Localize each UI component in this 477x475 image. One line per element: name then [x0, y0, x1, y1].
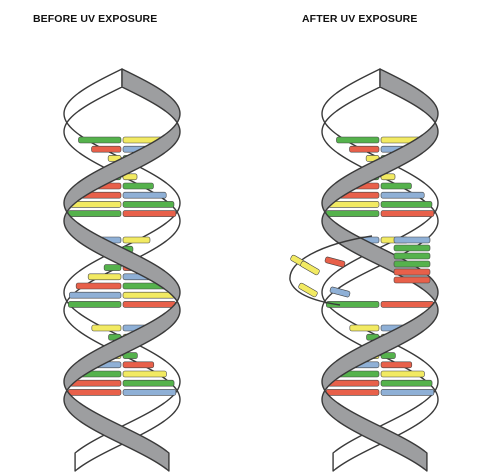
base-left	[76, 283, 121, 289]
base-right	[381, 389, 434, 395]
base-right	[123, 380, 174, 386]
base-right	[394, 269, 430, 275]
base-left	[68, 211, 121, 217]
base-right	[123, 192, 166, 198]
base-right	[381, 192, 424, 198]
displaced-base	[298, 282, 318, 297]
base-left	[328, 201, 379, 207]
base-left	[350, 146, 379, 152]
base-right	[123, 371, 166, 377]
base-left	[328, 380, 379, 386]
base-right	[123, 183, 153, 189]
base-left	[92, 146, 121, 152]
base-right	[394, 277, 430, 283]
base-right	[123, 301, 176, 307]
base-right	[381, 201, 432, 207]
base-right	[123, 237, 150, 243]
base-right	[394, 261, 430, 267]
base-left	[92, 325, 121, 331]
base-left	[336, 137, 379, 143]
base-left	[88, 274, 121, 280]
base-right	[394, 237, 430, 243]
after-uv-helix	[290, 69, 438, 471]
base-left	[326, 389, 379, 395]
base-right	[123, 201, 174, 207]
base-left	[69, 292, 121, 298]
base-left	[350, 325, 379, 331]
base-right	[381, 183, 411, 189]
base-left	[68, 389, 121, 395]
base-right	[123, 362, 154, 368]
displaced-base	[300, 260, 320, 275]
base-right	[381, 371, 424, 377]
base-left	[68, 301, 121, 307]
base-right	[381, 380, 432, 386]
base-left	[326, 211, 379, 217]
base-left	[70, 380, 121, 386]
base-right	[123, 211, 176, 217]
base-left	[104, 265, 121, 271]
base-left	[70, 201, 121, 207]
base-right	[394, 253, 430, 259]
base-right	[381, 362, 412, 368]
displaced-base	[325, 257, 346, 268]
base-right	[394, 245, 430, 251]
base-right	[381, 211, 434, 217]
base-right	[381, 301, 434, 307]
base-left	[78, 137, 121, 143]
displaced-base	[330, 287, 351, 298]
before-uv-helix	[64, 69, 180, 471]
base-right	[123, 292, 175, 298]
base-right	[123, 389, 176, 395]
